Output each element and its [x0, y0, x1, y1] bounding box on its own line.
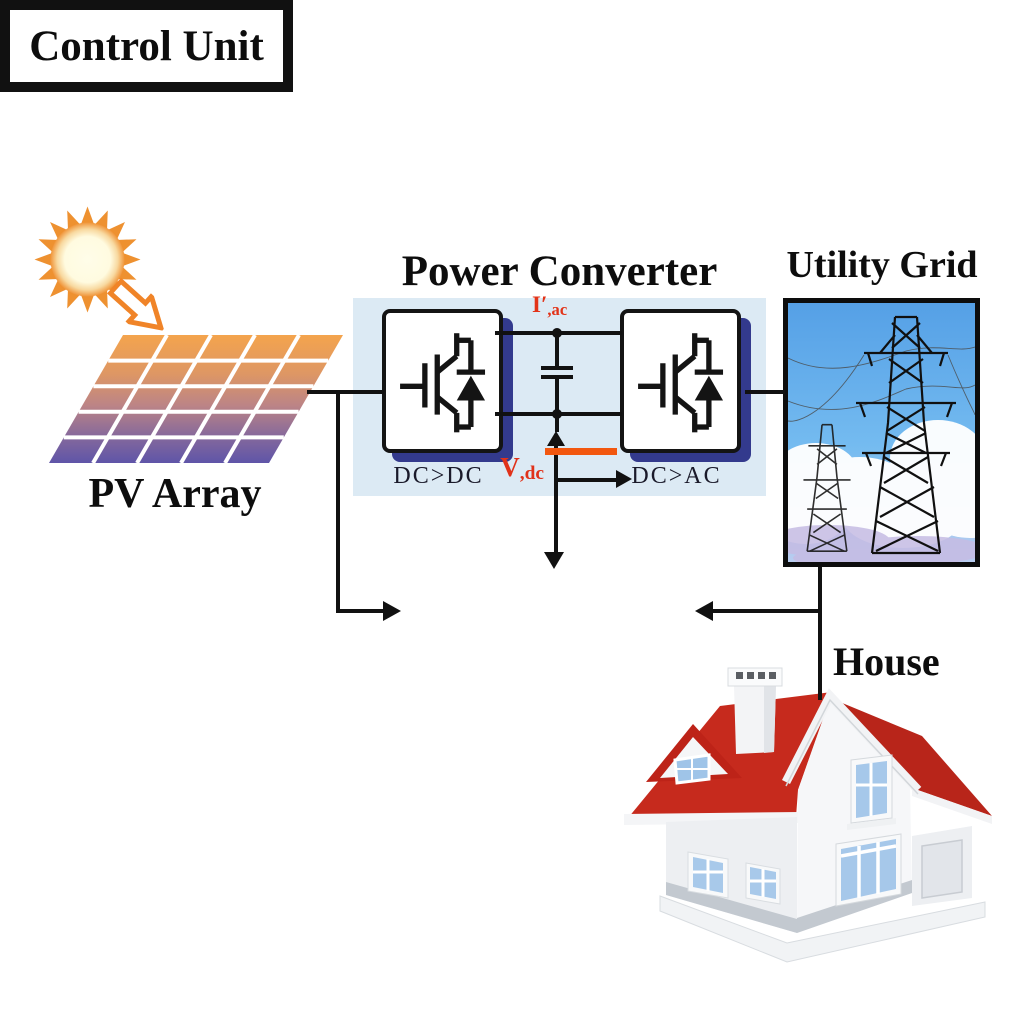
power-converter-title: Power Converter	[401, 248, 718, 295]
pv-array-label: PV Array	[88, 471, 262, 517]
vdc-label: V,dc	[500, 452, 544, 484]
vdc-to-control-line	[554, 482, 558, 552]
dc-link-current-label: I′,ac	[532, 292, 568, 319]
igbt-symbol-icon	[631, 320, 731, 442]
transmission-towers-icon	[788, 303, 975, 562]
pv-feedback-line	[336, 390, 340, 613]
junction-dot-bottom	[552, 409, 562, 419]
control-unit-box: Control Unit	[0, 0, 293, 92]
vdc-sense-stub	[555, 416, 559, 432]
arrow-into-control-unit-right	[695, 601, 713, 621]
igbt-symbol-icon	[393, 320, 493, 442]
arrow-into-control-unit-top	[544, 552, 564, 569]
dc-dc-label: DC>DC	[393, 463, 484, 489]
house-icon	[600, 640, 1024, 1024]
vdc-constant-waveform	[545, 448, 617, 455]
dc-ac-converter-box	[620, 309, 741, 453]
sun-icon	[30, 202, 145, 317]
dc-ac-label: DC>AC	[631, 463, 722, 489]
pv-to-converter-wire	[307, 390, 384, 394]
pv-panel-icon	[49, 335, 343, 463]
converter-to-grid-wire	[745, 390, 785, 394]
grid-feedback-line	[710, 609, 822, 613]
junction-dot-top	[552, 328, 562, 338]
pv-feedback-line-h	[336, 609, 385, 613]
irradiance-arrow-icon	[101, 272, 175, 344]
dc-dc-converter-box	[382, 309, 503, 453]
utility-grid-title: Utility Grid	[786, 244, 978, 286]
house-label: House	[833, 639, 940, 684]
utility-grid-image	[783, 298, 980, 567]
arrow-into-control-unit-left	[383, 601, 401, 621]
grid-to-house-line	[818, 567, 822, 700]
control-unit-label: Control Unit	[29, 22, 264, 70]
